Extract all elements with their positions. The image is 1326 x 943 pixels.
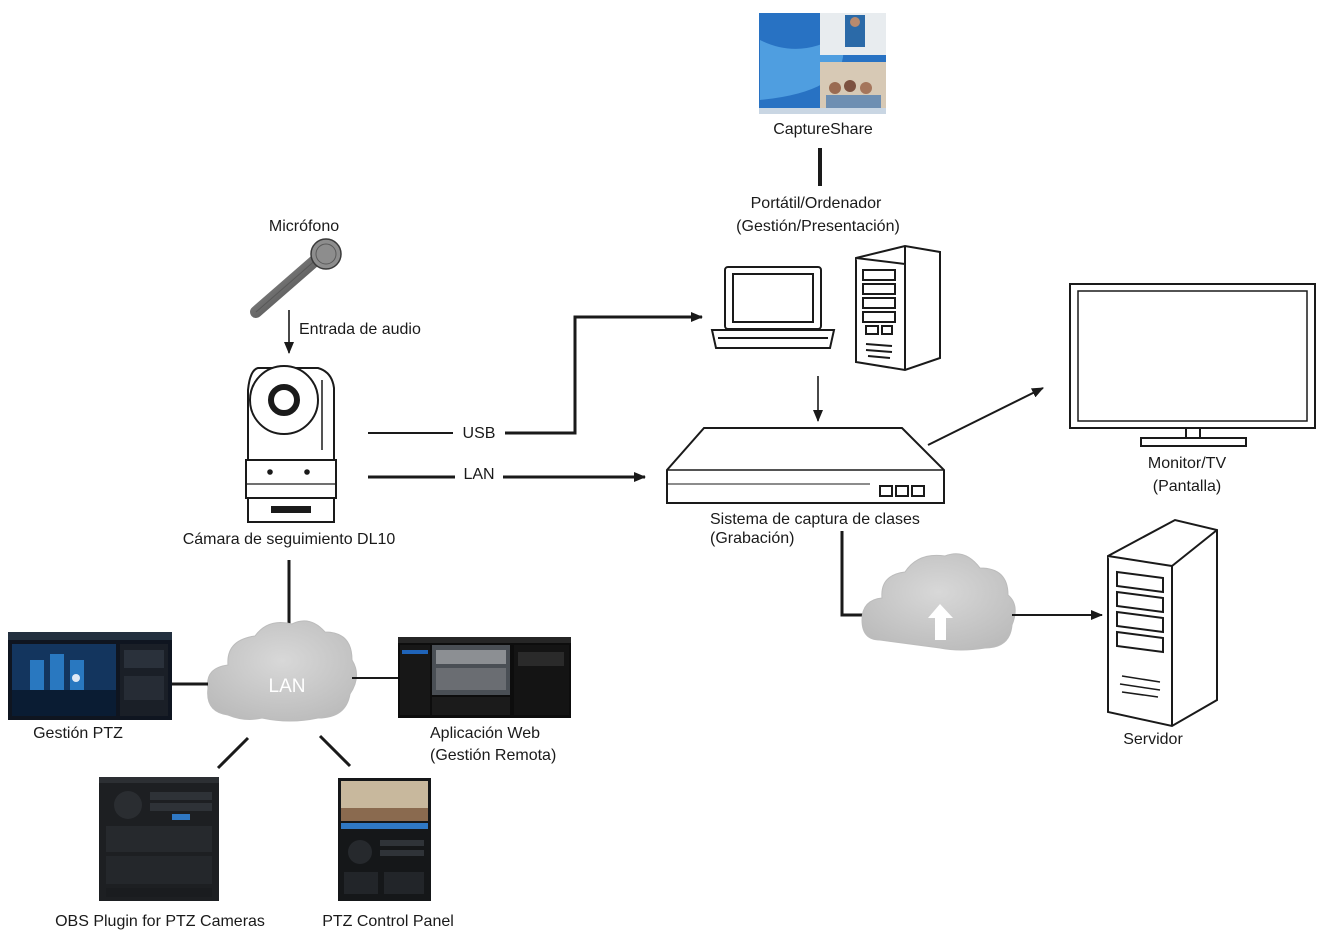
captureshare-screenshot bbox=[759, 13, 886, 114]
usb-to-laptop-arrow bbox=[505, 312, 703, 435]
lan-cloud-icon bbox=[207, 620, 357, 722]
lan-cloud-label: LAN bbox=[269, 676, 306, 697]
web-app-label-line1: Aplicación Web bbox=[430, 725, 540, 742]
ptz-control-screenshot bbox=[338, 778, 431, 901]
lan-label: LAN bbox=[463, 466, 494, 483]
ptz-management-screenshot bbox=[8, 632, 172, 720]
ptz-camera-icon bbox=[245, 365, 337, 523]
monitor-label-line1: Monitor/TV bbox=[1148, 455, 1227, 472]
laptop-icon bbox=[710, 266, 836, 349]
obs-plugin-label: OBS Plugin for PTZ Cameras bbox=[55, 913, 265, 930]
capture-label-line1: Sistema de captura de clases bbox=[710, 511, 920, 528]
ptz-control-label: PTZ Control Panel bbox=[322, 913, 454, 930]
microphone-icon bbox=[250, 238, 342, 318]
capture-to-monitor-arrow bbox=[927, 387, 1044, 446]
camera-label: Cámara de seguimiento DL10 bbox=[183, 531, 396, 548]
server-label: Servidor bbox=[1123, 731, 1183, 748]
laptop-label-line1: Portátil/Ordenador bbox=[751, 195, 882, 212]
microphone-label: Micrófono bbox=[269, 218, 339, 235]
pc-tower-icon bbox=[855, 244, 941, 372]
server-icon bbox=[1107, 518, 1218, 728]
usb-label: USB bbox=[463, 425, 496, 442]
capture-device-icon bbox=[666, 427, 945, 504]
lan-to-obs-line bbox=[216, 736, 250, 770]
lan-to-control-line bbox=[318, 734, 352, 768]
obs-plugin-screenshot bbox=[99, 777, 219, 901]
monitor-icon bbox=[1069, 283, 1316, 447]
laptop-label-line2: (Gestión/Presentación) bbox=[736, 218, 900, 235]
web-app-screenshot bbox=[398, 637, 571, 718]
monitor-label-line2: (Pantalla) bbox=[1153, 478, 1221, 495]
ptz-management-label: Gestión PTZ bbox=[33, 725, 123, 742]
capture-label-line2: (Grabación) bbox=[710, 530, 794, 547]
upload-cloud-icon bbox=[861, 553, 1016, 651]
capture-to-cloud-line bbox=[840, 531, 872, 617]
audio-input-label: Entrada de audio bbox=[299, 321, 421, 338]
web-app-label-line2: (Gestión Remota) bbox=[430, 747, 556, 764]
captureshare-label: CaptureShare bbox=[773, 121, 873, 138]
